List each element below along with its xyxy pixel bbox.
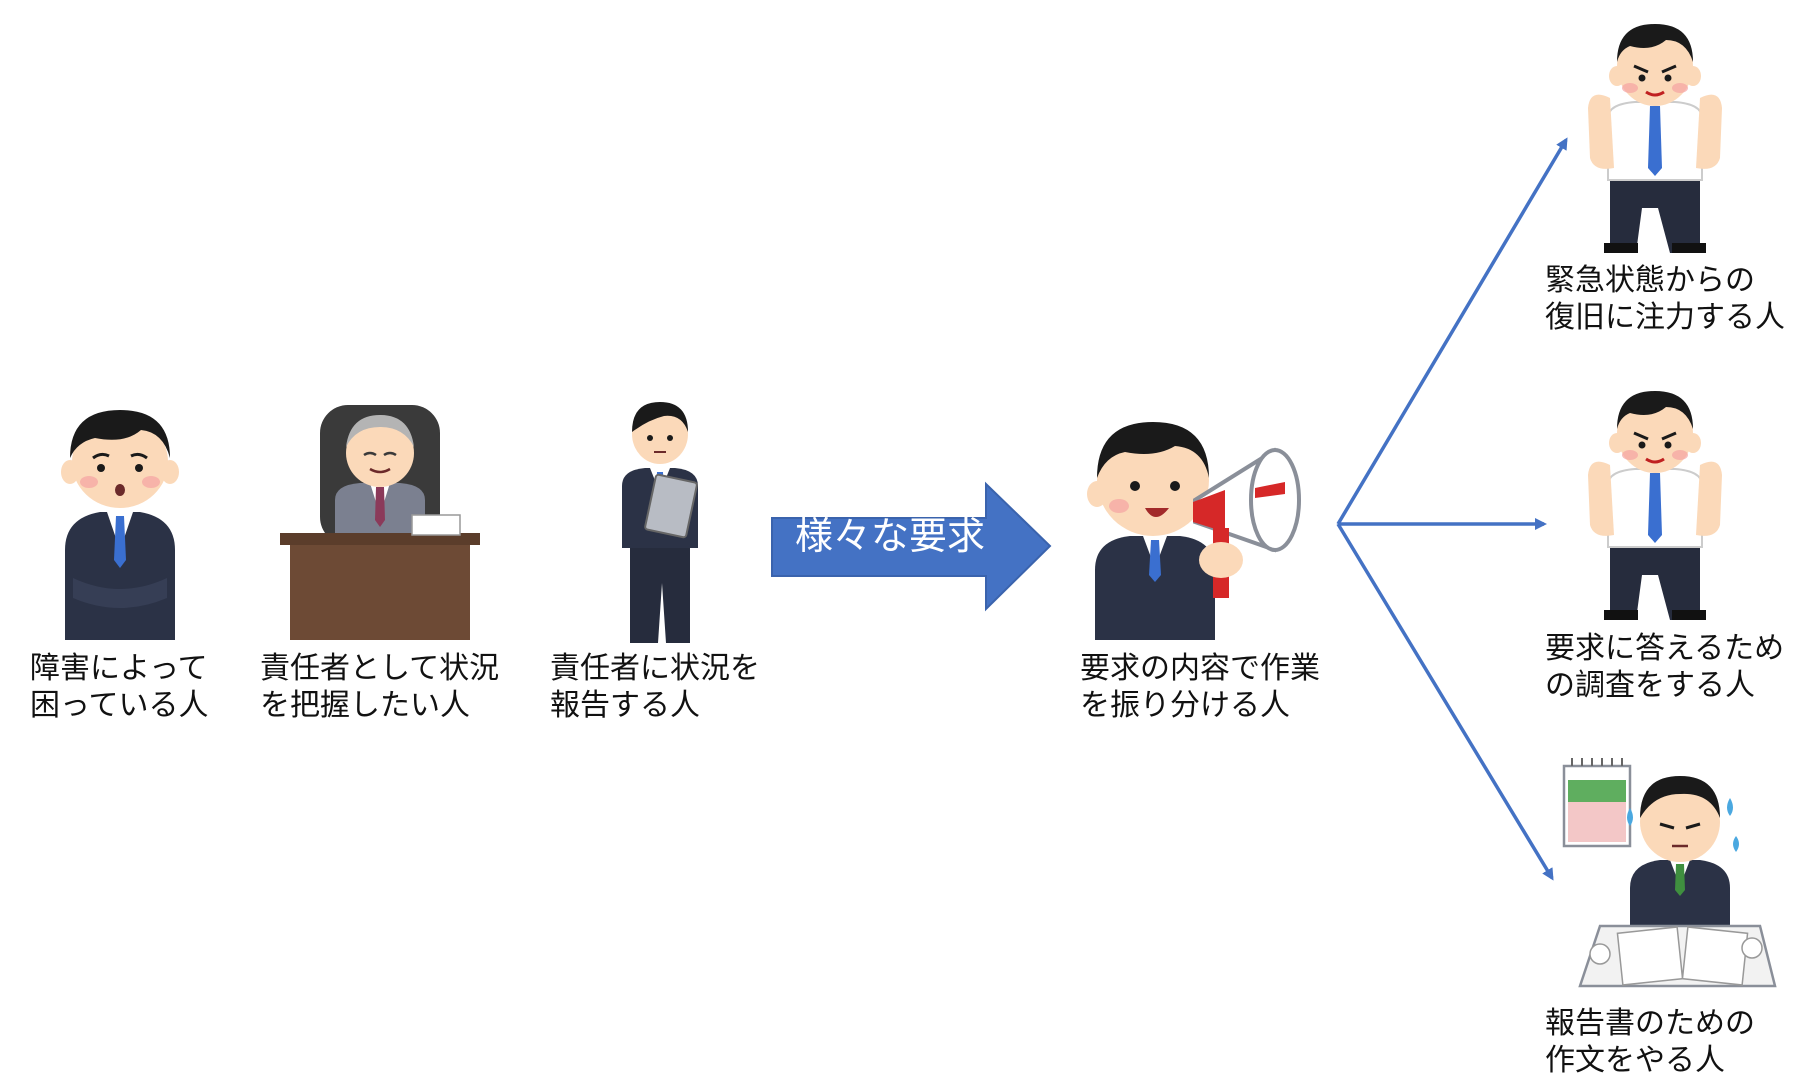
recovery-caption: 緊急状態からの 復旧に注力する人 <box>1545 262 1785 336</box>
manager-at-desk-icon <box>280 405 480 640</box>
connector-to-writer <box>1336 523 1554 881</box>
caption-line: 復旧に注力する人 <box>1545 300 1785 335</box>
writing-report-icon <box>1560 758 1780 998</box>
calendar-icon <box>1562 758 1632 848</box>
caption-line: 作文をやる人 <box>1545 1043 1725 1078</box>
connector-to-recovery <box>1336 137 1568 525</box>
caption-line: 障害によって <box>30 651 208 686</box>
requests-arrow-label: 様々な要求 <box>794 514 985 558</box>
reporter-caption: 責任者に状況を 報告する人 <box>550 650 760 724</box>
caption-line: 報告書のための <box>1545 1006 1755 1041</box>
writer-caption: 報告書のための 作文をやる人 <box>1545 1005 1755 1079</box>
caption-line: 要求に答えるため <box>1545 631 1785 666</box>
rolling-up-sleeves-icon <box>1580 385 1730 620</box>
caption-line: を振り分ける人 <box>1080 688 1290 723</box>
caption-line: 困っている人 <box>30 688 209 723</box>
caption-line: 緊急状態からの <box>1545 263 1755 298</box>
caption-line: 責任者として状況 <box>260 651 500 686</box>
caption-line: の調査をする人 <box>1545 668 1755 703</box>
caption-line: 責任者に状況を <box>550 651 760 686</box>
reporter-with-clipboard-icon <box>610 398 710 643</box>
manager-caption: 責任者として状況 を把握したい人 <box>260 650 499 724</box>
troubled-person-icon <box>55 400 185 640</box>
rolling-up-sleeves-icon <box>1580 18 1730 253</box>
caption-line: 報告する人 <box>550 688 700 723</box>
troubled-person-caption: 障害によって 困っている人 <box>30 650 209 724</box>
caption-line: 要求の内容で作業 <box>1080 651 1320 686</box>
investigator-caption: 要求に答えるため の調査をする人 <box>1545 630 1784 704</box>
dispatcher-caption: 要求の内容で作業 を振り分ける人 <box>1080 650 1320 724</box>
megaphone-person-icon <box>1075 410 1335 640</box>
caption-line: を把握したい人 <box>260 688 470 723</box>
